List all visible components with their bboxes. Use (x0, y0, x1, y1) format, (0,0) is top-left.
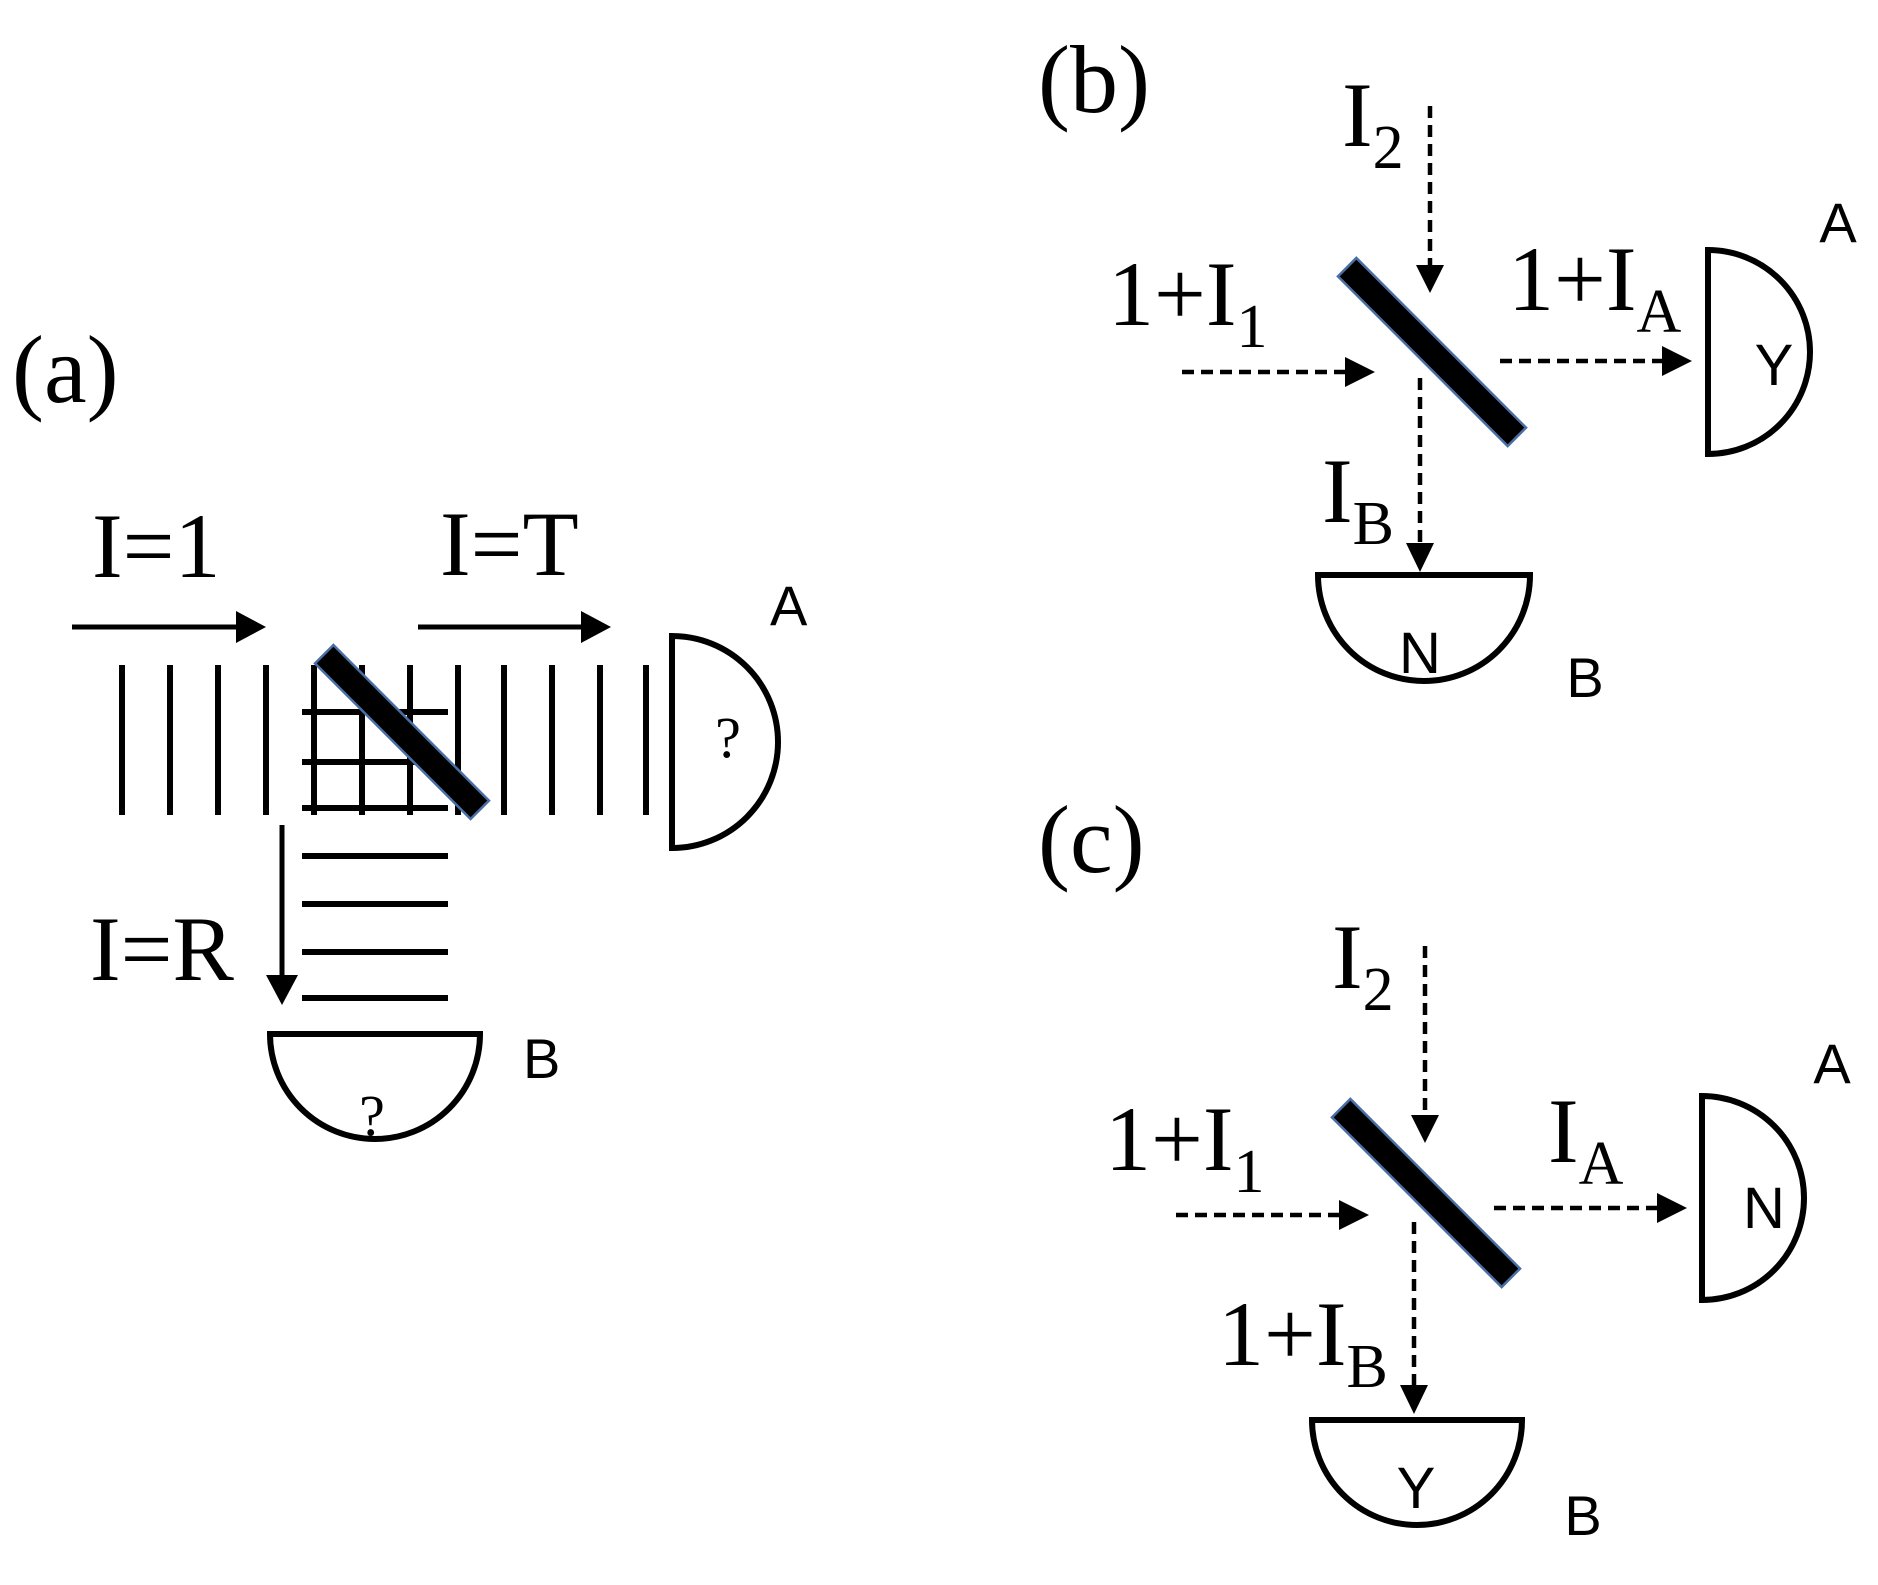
transmitted-arrow (418, 611, 611, 643)
beam-splitter-a (313, 643, 491, 821)
output-right-arrow (1494, 1193, 1687, 1223)
detector-c-a-name: A (1813, 1032, 1851, 1095)
panel-b: (b) I2 1+I1 1+IA IB Y A (1038, 26, 1857, 709)
beam-splitter-c (1330, 1097, 1522, 1289)
detector-c-a (1699, 1092, 1807, 1304)
incident-wavefronts (119, 665, 649, 815)
detector-b-a (1705, 246, 1813, 458)
input-left-arrow (1182, 357, 1375, 387)
reflected-intensity-label: I=R (90, 898, 235, 1000)
detector-a-b-name: B (523, 1027, 560, 1090)
detector-c-a-mark: N (1743, 1176, 1785, 1241)
detector-a-b (266, 1031, 484, 1142)
panel-c: (c) I2 1+I1 IA 1+IB N A (1038, 786, 1851, 1547)
panel-a: (a) I=1 I=T (12, 316, 808, 1148)
transmitted-intensity-label: I=T (440, 493, 579, 595)
output-right-label: IA (1548, 1080, 1624, 1198)
detector-b-b (1314, 572, 1534, 684)
output-down-arrow (1406, 378, 1434, 572)
reflected-arrow (266, 825, 298, 1005)
input-left-arrow (1176, 1200, 1369, 1230)
detector-a-a-name: A (770, 574, 808, 637)
incident-arrow (72, 611, 266, 643)
output-right-arrow (1500, 346, 1692, 376)
panel-c-label: (c) (1038, 786, 1145, 893)
detector-a-a-mark: ? (715, 705, 741, 770)
detector-a-a (669, 632, 781, 852)
input-top-arrow (1416, 106, 1444, 293)
output-right-label: 1+IA (1508, 228, 1682, 346)
detector-a-b-mark: ? (359, 1083, 385, 1148)
detector-c-b-mark: Y (1397, 1456, 1436, 1521)
input-top-label: I2 (1332, 906, 1394, 1024)
input-left-label: 1+I1 (1105, 1088, 1265, 1206)
input-top-label: I2 (1342, 64, 1404, 182)
panel-a-label: (a) (12, 316, 119, 423)
panel-b-label: (b) (1038, 26, 1150, 133)
detector-b-a-mark: Y (1755, 333, 1794, 398)
detector-b-b-name: B (1566, 646, 1603, 709)
output-down-arrow (1400, 1222, 1428, 1414)
beam-splitter-b (1336, 256, 1528, 448)
detector-c-b (1308, 1417, 1526, 1528)
incident-intensity-label: I=1 (92, 495, 221, 597)
reflected-wavefronts (302, 709, 448, 1001)
input-left-label: 1+I1 (1108, 243, 1268, 361)
output-down-label: IB (1322, 440, 1394, 558)
detector-b-b-mark: N (1399, 621, 1441, 686)
detector-b-a-name: A (1819, 191, 1857, 254)
input-top-arrow (1411, 946, 1439, 1143)
output-down-label: 1+IB (1218, 1283, 1388, 1401)
detector-c-b-name: B (1564, 1484, 1601, 1547)
